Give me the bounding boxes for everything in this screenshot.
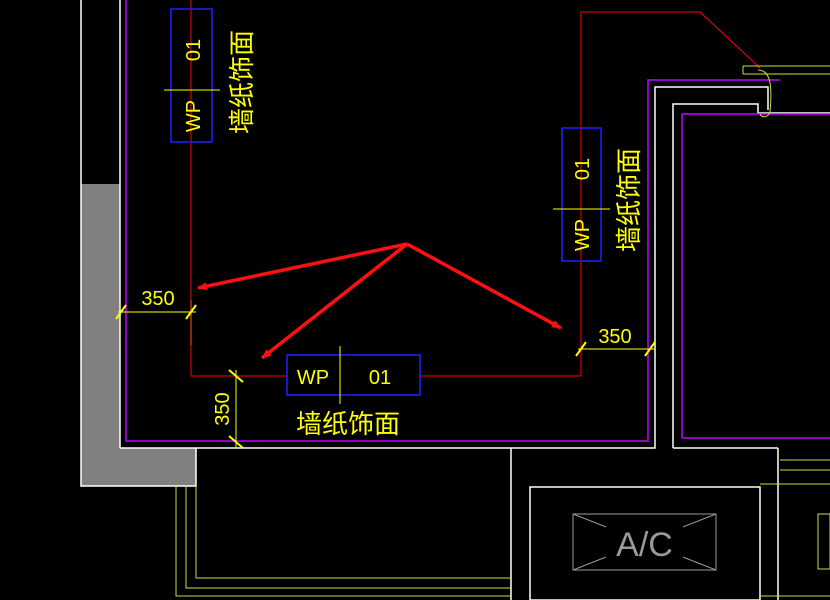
red-wallpaper-boundary (190, 0, 761, 377)
finish-tag-left: WP 01 墙纸饰面 (164, 8, 258, 143)
dimension-value: 350 (141, 288, 174, 310)
wall-block-gray (81, 184, 120, 486)
tag-code: WP (297, 367, 329, 389)
purple-outline-left-room (125, 0, 780, 442)
furniture-lines (175, 65, 830, 597)
wall-outline-left (80, 0, 197, 487)
tag-number: 01 (369, 367, 391, 389)
tag-code: WP (572, 219, 594, 251)
arrow-to-bottom-dimension (260, 242, 409, 360)
dimension-right: 350 (575, 326, 656, 357)
finish-tag-right: WP 01 墙纸饰面 (553, 127, 645, 262)
arrow-to-left-dimension (197, 242, 408, 291)
ac-label: A/C (616, 526, 673, 564)
purple-outline-right-room (681, 113, 830, 438)
tag-label: 墙纸饰面 (228, 30, 258, 134)
ac-enclosure (529, 486, 761, 600)
arrow-to-right-dimension (406, 242, 562, 330)
tag-label: 墙纸饰面 (296, 410, 400, 440)
dimension-value: 350 (598, 326, 631, 348)
wall-bottom-line (120, 86, 769, 449)
dimension-value: 350 (212, 392, 234, 425)
dimension-bottom: 350 (212, 369, 244, 449)
wall-block-gray-bottom (81, 448, 196, 486)
tag-number: 01 (572, 158, 594, 180)
tag-label: 墙纸饰面 (615, 148, 645, 252)
dimension-left: 350 (115, 288, 197, 345)
wall-right-room (672, 103, 830, 448)
finish-tag-bottom: WP 01 墙纸饰面 (286, 346, 421, 440)
tag-number: 01 (183, 39, 205, 61)
ac-unit: A/C (572, 513, 717, 571)
annotation-arrows (197, 242, 562, 360)
tag-code: WP (183, 100, 205, 132)
